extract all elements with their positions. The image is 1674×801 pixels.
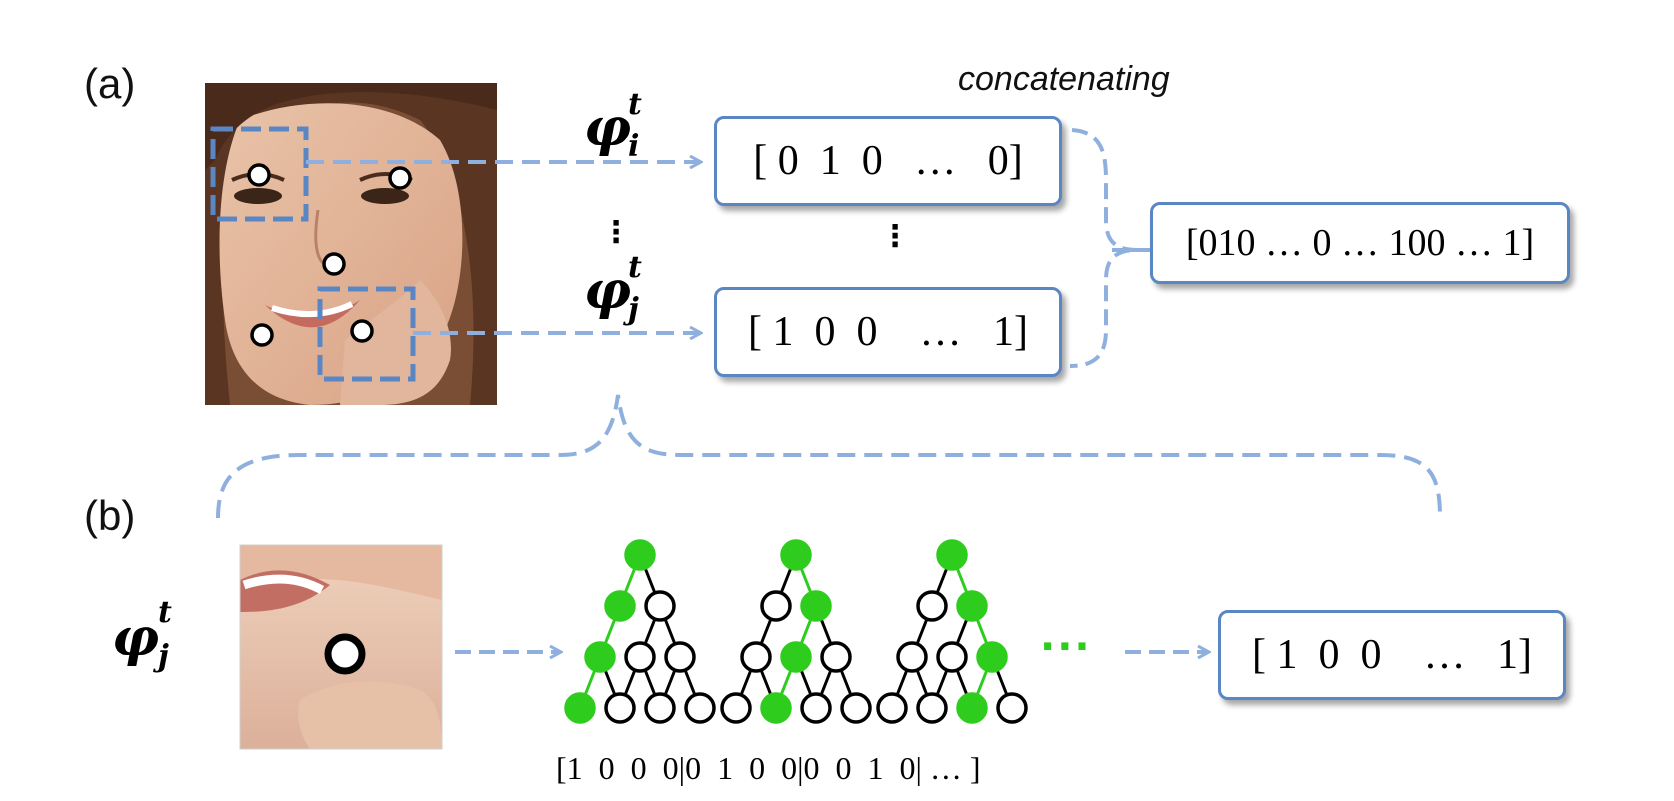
- phi-j-subscript: j: [628, 292, 639, 327]
- random-forest: [564, 539, 1028, 724]
- tree-1-node-4: [584, 641, 616, 673]
- phi-vdots: ⋮: [601, 215, 631, 250]
- binary-vector-j: [ 1 0 0 … 1]: [714, 287, 1062, 377]
- tree-output-vector: [ 1 0 0 … 1]: [1218, 610, 1566, 700]
- tree-3-node-10: [996, 692, 1028, 724]
- patch-box-j: [317, 286, 416, 382]
- landmark-right-eye: [388, 166, 412, 190]
- panel-a-label: (a): [84, 60, 136, 107]
- tree-3-node-6: [976, 641, 1008, 673]
- tree-1-node-1: [624, 539, 656, 571]
- leaf-binary-code: [1 0 0 0|0 1 0 0|0 0 1 0| … ]: [556, 750, 981, 786]
- tree-3-node-9: [956, 692, 988, 724]
- phi-i-subscript: i: [628, 129, 640, 164]
- landmark-nose: [322, 252, 346, 276]
- more-trees-ellipsis: ···: [1040, 624, 1092, 670]
- phi-j-symbol: φ t j: [584, 253, 664, 335]
- phi-j-symbol-b: φ t j: [112, 598, 202, 692]
- phi-j-b-superscript: t: [158, 595, 172, 630]
- tree-3-node-4: [896, 641, 928, 673]
- tree-2-node-9: [800, 692, 832, 724]
- concatenated-vector: [010 … 0 … 100 … 1]: [1150, 202, 1570, 284]
- tree-1-node-9: [644, 692, 676, 724]
- patch-box-i: [210, 126, 309, 222]
- phi-j-b-subscript: j: [158, 639, 169, 674]
- phi-j-superscript: t: [628, 250, 642, 285]
- tree-3-node-7: [876, 692, 908, 724]
- tree-2-node-7: [720, 692, 752, 724]
- tree-2-node-6: [820, 641, 852, 673]
- vector-vdots: ⋮: [880, 219, 910, 254]
- tree-2-node-1: [780, 539, 812, 571]
- landmark-mouth-closeup: [324, 633, 366, 675]
- tree-3-node-2: [916, 590, 948, 622]
- tree-1-node-2: [604, 590, 636, 622]
- concatenating-label: concatenating: [958, 60, 1170, 98]
- mouth-closeup-image: [240, 545, 442, 749]
- tree-2-node-5: [780, 641, 812, 673]
- tree-2-node-8: [760, 692, 792, 724]
- panel-b-label: (b): [84, 492, 136, 539]
- phi-i-superscript: t: [628, 87, 642, 122]
- landmark-mouth-left: [250, 323, 274, 347]
- tree-3-node-1: [936, 539, 968, 571]
- tree-1-node-6: [664, 641, 696, 673]
- tree-3-node-3: [956, 590, 988, 622]
- landmark-left-eye: [247, 163, 271, 187]
- tree-3-node-5: [936, 641, 968, 673]
- binary-vector-i: [ 0 1 0 … 0]: [714, 116, 1062, 206]
- phi-j-base: φ: [584, 260, 632, 321]
- tree-3-node-8: [916, 692, 948, 724]
- tree-1-node-5: [624, 641, 656, 673]
- tree-1-node-7: [564, 692, 596, 724]
- phi-i-symbol: φ t i: [584, 90, 664, 172]
- phi-j-b-base: φ: [112, 607, 160, 668]
- tree-2-node-10: [840, 692, 872, 724]
- tree-2-node-2: [760, 590, 792, 622]
- tree-1-node-3: [644, 590, 676, 622]
- phi-i-base: φ: [584, 97, 632, 158]
- tree-2-node-4: [740, 641, 772, 673]
- tree-2-node-3: [800, 590, 832, 622]
- tree-1-node-8: [604, 692, 636, 724]
- face-landmarks: [247, 163, 412, 347]
- landmark-mouth-right: [350, 319, 374, 343]
- tree-1-node-10: [684, 692, 716, 724]
- zoom-brace: [216, 394, 1442, 519]
